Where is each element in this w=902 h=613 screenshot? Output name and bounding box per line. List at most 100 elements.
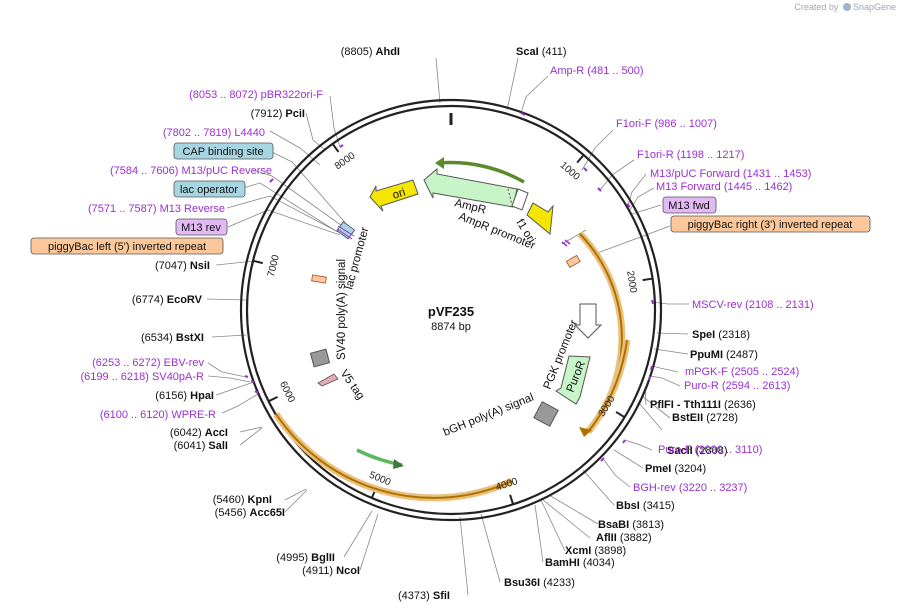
site-name: AccI <box>205 427 228 439</box>
site-label: PmeI (3204) <box>645 463 706 475</box>
ori-label: ori <box>391 186 407 201</box>
ori-arrow <box>369 179 419 212</box>
primer-name: F1ori-R <box>637 149 674 161</box>
site-name: AflII <box>596 532 617 544</box>
primer-range: (3220 .. 3237) <box>676 482 748 494</box>
pgk-promoter-arrow <box>573 303 603 339</box>
tick-label: 2000 <box>624 270 638 294</box>
f1-primer-mark-2 <box>564 239 571 245</box>
primer-name: M13/pUC Reverse <box>182 165 272 177</box>
primer-name: SV40pA-R <box>152 371 204 383</box>
site-label: (5456) Acc65I <box>215 507 285 519</box>
puror-arc-glow <box>585 339 631 435</box>
primer-label: (6199 .. 6218) SV40pA-R <box>80 371 204 383</box>
ampr-arrow-divider <box>507 188 513 206</box>
primer-label: F1ori-R (1198 .. 1217) <box>637 149 744 161</box>
site-position: (3415) <box>640 500 675 512</box>
primer-name: F1ori-F <box>616 118 652 130</box>
site-position: (4233) <box>540 577 575 589</box>
site-label: BstEII (2728) <box>672 412 738 424</box>
site-name: ScaI <box>516 46 539 58</box>
site-position: (4911) <box>302 565 336 577</box>
site-position: (6774) <box>132 294 167 306</box>
primer-range: (2108 .. 2131) <box>742 299 814 311</box>
primer-range: (8053 .. 8072) <box>189 89 261 101</box>
site-label: SpeI (2318) <box>692 329 750 341</box>
m13-fwd-label: M13 fwd <box>668 200 710 212</box>
site-name: SalI <box>208 440 228 452</box>
site-position: (5460) <box>213 494 248 506</box>
primer-label: mPGK-F (2505 .. 2524) <box>685 366 799 378</box>
site-name: SacII <box>667 445 693 457</box>
primer-label: Puro-F (3090 .. 3110) <box>658 444 762 456</box>
site-label: (7047) NsiI <box>155 260 210 272</box>
site-name: BbsI <box>616 500 640 512</box>
sv40-polya-box <box>309 348 331 368</box>
site-name: BglII <box>311 552 335 564</box>
plasmid-length: 8874 bp <box>431 321 471 333</box>
site-name: HpaI <box>190 390 214 402</box>
site-name: AhdI <box>376 46 400 58</box>
site-position: (6041) <box>174 440 209 452</box>
lac-primer-mark-2 <box>336 228 353 240</box>
site-label: BamHI (4034) <box>545 557 615 569</box>
primer-range: (1198 .. 1217) <box>674 149 745 161</box>
tick-mark <box>252 259 263 265</box>
primer-label: F1ori-F (986 .. 1007) <box>616 118 717 130</box>
tick-label: 6000 <box>277 380 297 405</box>
site-name: BamHI <box>545 557 580 569</box>
primer-range: (2505 .. 2524) <box>728 366 800 378</box>
primer-name: MSCV-rev <box>692 299 743 311</box>
site-position: (8805) <box>341 46 376 58</box>
backbone-inner <box>245 104 657 516</box>
site-position: (7912) <box>251 108 286 120</box>
primer-name: Puro-R <box>684 380 719 392</box>
puror-arrow <box>555 355 591 405</box>
primer-range: (6100 .. 6120) <box>100 409 172 421</box>
lac-primer-mark-1 <box>337 225 355 237</box>
primer-range: (7571 .. 7587) <box>88 203 160 215</box>
primer-name: M13 Forward <box>656 181 721 193</box>
watermark-brand: SnapGene <box>852 2 896 12</box>
box-lac-operator: lac operator <box>173 180 246 198</box>
site-name: EcoRV <box>167 294 203 306</box>
orf-arc-bottom <box>275 413 513 499</box>
primer-label: (7584 .. 7606) M13/pUC Reverse <box>110 165 272 177</box>
tick-mark <box>268 395 278 403</box>
sv40-polya-label: SV40 poly(A) signal <box>336 259 348 360</box>
primer-range: (2594 .. 2613) <box>719 380 791 392</box>
tick-label: 1000 <box>558 160 582 183</box>
box-m13-fwd: M13 fwd <box>662 196 717 214</box>
primer-label: (8053 .. 8072) pBR322ori-F <box>189 89 323 101</box>
tick-label: 8000 <box>333 150 358 172</box>
site-position: (7047) <box>155 260 190 272</box>
primer-name: BGH-rev <box>633 482 676 494</box>
primer-label: Amp-R (481 .. 500) <box>550 65 644 77</box>
tick-mark <box>331 143 340 153</box>
puror-arc <box>587 339 628 433</box>
primer-range: (481 .. 500) <box>584 65 643 77</box>
tick-mark <box>509 494 515 505</box>
watermark-created-by: Created by <box>794 2 839 12</box>
site-position: (3882) <box>617 532 652 544</box>
site-label: PpuMI (2487) <box>690 349 758 361</box>
site-name: SfiI <box>433 590 450 602</box>
watermark: Created by SnapGene <box>794 2 896 12</box>
site-label: AflII (3882) <box>596 532 652 544</box>
box-piggybac-right: piggyBac right (3') inverted repeat <box>670 215 871 233</box>
site-position: (3204) <box>671 463 706 475</box>
plasmid-name: pVF235 <box>428 304 474 319</box>
bgh-polya-label: bGH poly(A) signal <box>442 391 536 438</box>
backbone-outer <box>239 98 663 522</box>
site-position: (411) <box>539 46 567 58</box>
box-piggybac-left: piggyBac left (5') inverted repeat <box>30 237 224 255</box>
tick-label: 3000 <box>597 394 618 419</box>
site-position: (2636) <box>721 399 756 411</box>
site-position: (3813) <box>629 519 664 531</box>
primer-name: mPGK-F <box>685 366 728 378</box>
tick-mark <box>642 277 653 282</box>
site-label: PflFI - Tth111I (2636) <box>650 399 756 411</box>
puror-arc-arrowhead <box>579 427 592 437</box>
tick-mark <box>615 411 626 419</box>
